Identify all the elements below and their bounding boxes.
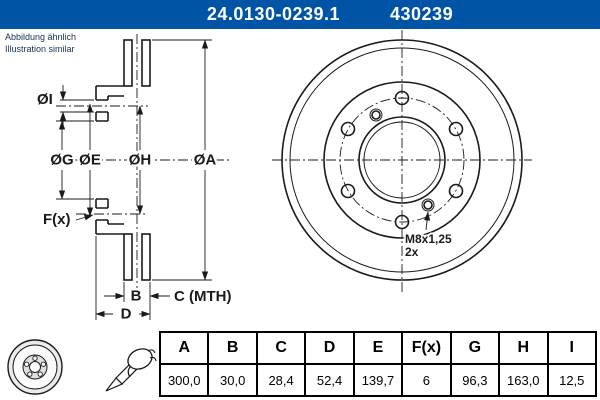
col-header-e: E xyxy=(352,331,404,365)
label-dia-g: ØG xyxy=(50,152,73,169)
value-h: 163,0 xyxy=(498,363,549,397)
brake-disc-icon xyxy=(7,339,63,395)
label-dia-a: ØA xyxy=(194,152,217,169)
label-b: B xyxy=(131,288,142,305)
bolt-holes xyxy=(340,90,464,230)
value-fx: 6 xyxy=(401,363,452,397)
label-c-mth: C (MTH) xyxy=(174,288,231,305)
value-a: 300,0 xyxy=(158,363,210,397)
label-d: D xyxy=(121,306,132,323)
front-view: M8x1,25 2x xyxy=(272,30,532,292)
dim-diameter-h: ØH xyxy=(126,105,154,215)
part-number: 24.0130-0239.1 xyxy=(206,4,341,24)
m8-annotation: M8x1,25 2x xyxy=(403,211,454,261)
col-header-c: C xyxy=(255,331,307,365)
label-dia-e: ØE xyxy=(79,152,101,169)
similarity-note: Abbildung ähnlich Illustration similar xyxy=(5,32,76,55)
hat-edge-circle xyxy=(323,81,481,239)
dim-diameter-g: ØG xyxy=(48,120,94,200)
center-hole-chamfer-circle xyxy=(358,116,446,204)
outer-diameter-circle xyxy=(281,39,523,281)
dim-f-count: F(x) xyxy=(41,209,94,231)
col-header-a: A xyxy=(158,331,210,365)
col-header-h: H xyxy=(498,331,549,365)
dimensions-table: A B C D E F(x) G H I 300,0 30,0 28,4 52,… xyxy=(158,331,597,397)
col-header-i: I xyxy=(546,331,597,365)
note-line-english: Illustration similar xyxy=(5,43,75,54)
dim-diameter-a: ØA xyxy=(152,39,219,281)
hat-section xyxy=(95,85,124,235)
value-d: 52,4 xyxy=(304,363,355,397)
dim-height-d: D xyxy=(95,236,151,325)
hand-pen-icon xyxy=(105,348,157,392)
label-dia-i: ØI xyxy=(37,91,53,108)
col-header-fx: F(x) xyxy=(401,331,452,365)
value-c: 28,4 xyxy=(255,363,307,397)
dim-diameter-i: ØI xyxy=(35,85,94,127)
col-header-g: G xyxy=(449,331,501,365)
dim-diameter-e: ØE xyxy=(77,103,103,217)
col-header-d: D xyxy=(304,331,355,365)
m8-thread-holes xyxy=(369,108,435,212)
label-f: F(x) xyxy=(43,211,71,228)
table-header-row: A B C D E F(x) G H I xyxy=(158,331,597,365)
cross-section-view: ØA ØH ØE ØG xyxy=(35,34,234,325)
label-dia-h: ØH xyxy=(129,152,152,169)
col-header-b: B xyxy=(207,331,258,365)
dim-thickness-b-c: B C (MTH) xyxy=(104,282,234,320)
friction-surface-circle xyxy=(289,47,515,273)
note-line-german: Abbildung ähnlich xyxy=(5,32,77,42)
value-b: 30,0 xyxy=(207,363,258,397)
table-value-row: 300,0 30,0 28,4 52,4 139,7 6 96,3 163,0 … xyxy=(158,363,597,397)
friction-ring-section xyxy=(123,39,151,281)
value-g: 96,3 xyxy=(449,363,501,397)
bolt-circle xyxy=(339,97,465,223)
center-hole-circle xyxy=(363,121,441,199)
value-i: 12,5 xyxy=(546,363,597,397)
label-thread: M8x1,25 xyxy=(405,232,452,246)
reference-number: 430239 xyxy=(390,4,454,24)
value-e: 139,7 xyxy=(352,363,404,397)
header-bar: 24.0130-0239.1 430239 xyxy=(0,0,600,29)
label-thread-count: 2x xyxy=(405,245,419,259)
